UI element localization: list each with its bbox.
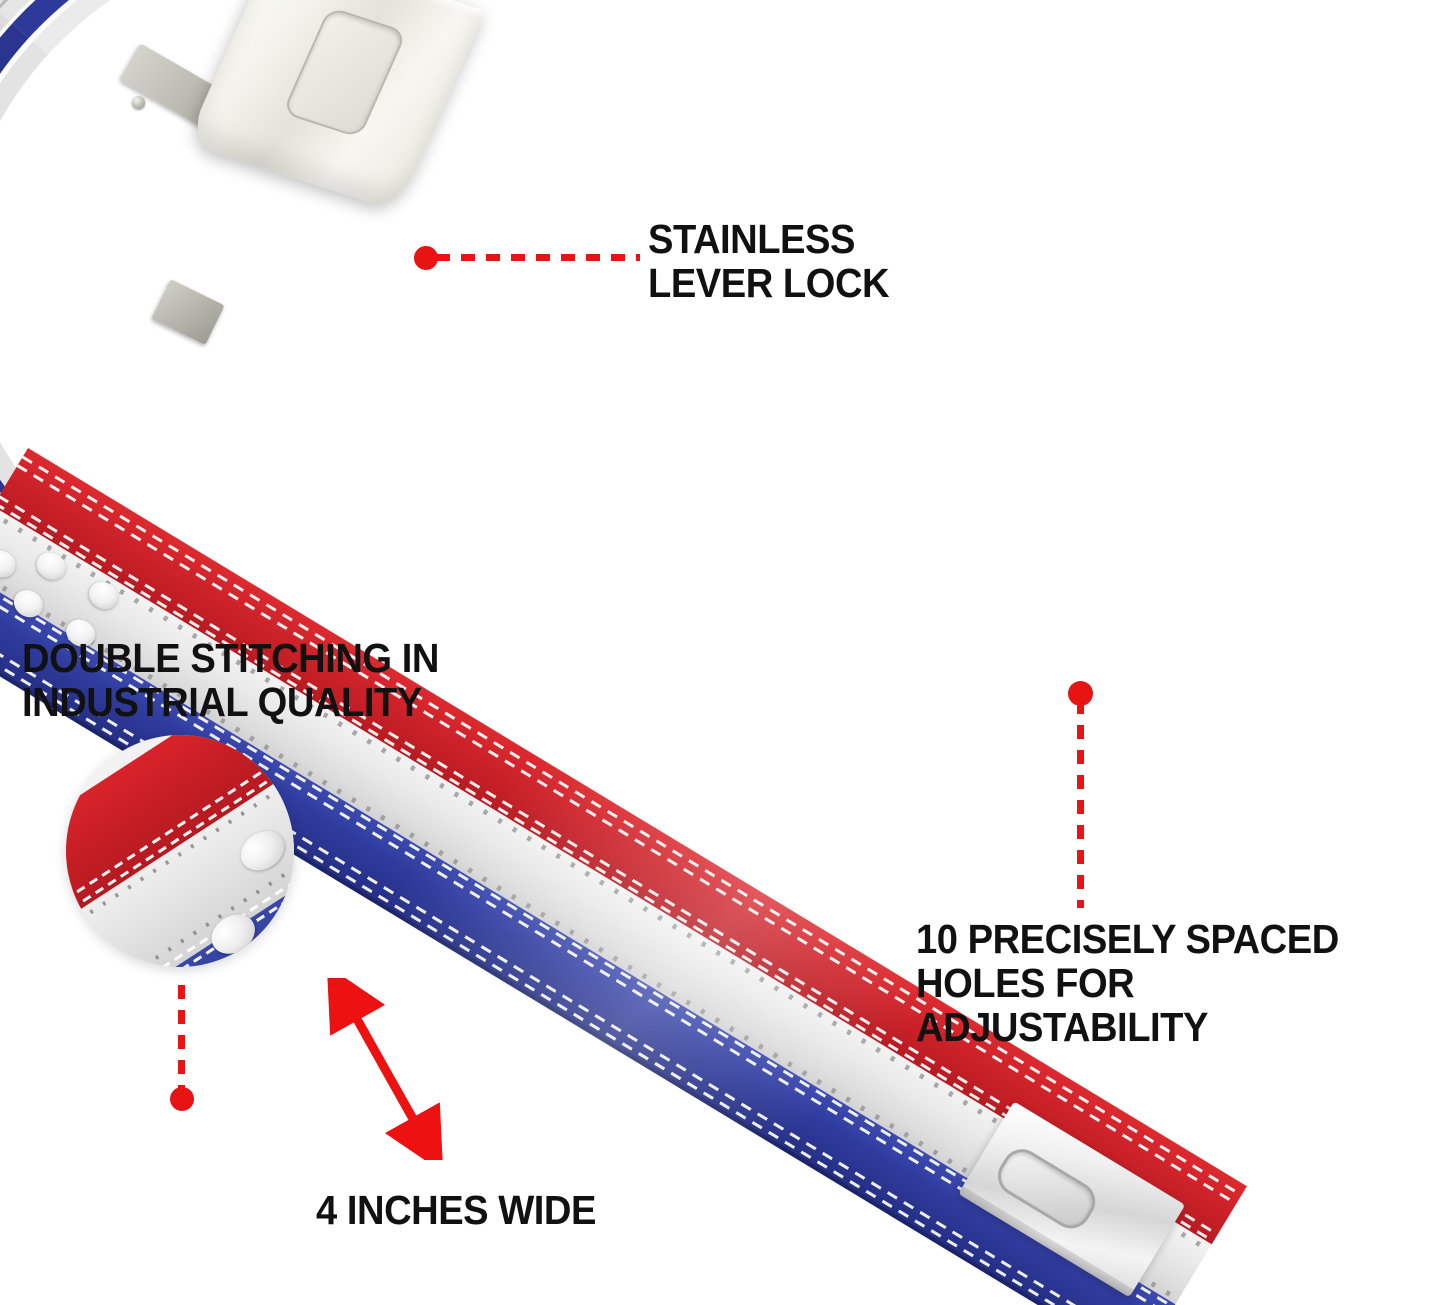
width-double-arrow xyxy=(326,978,444,1160)
leader-line-holes xyxy=(1077,700,1084,908)
callout-stainless-lever-lock: STAINLESS LEVER LOCK xyxy=(648,216,890,306)
callout-precisely-spaced-holes: 10 PRECISELY SPACED HOLES FOR ADJUSTABIL… xyxy=(916,916,1339,1050)
leader-dot-double-stitching xyxy=(170,1087,194,1111)
leader-line-double-stitching xyxy=(178,985,185,1095)
plate-highlight xyxy=(270,0,487,21)
inset-content xyxy=(66,735,294,967)
callout-double-stitching: DOUBLE STITCHING IN INDUSTRIAL QUALITY xyxy=(22,635,439,725)
leader-line-lever-lock xyxy=(436,254,640,261)
lever-screw xyxy=(132,96,145,109)
callout-four-inches-wide: 4 INCHES WIDE xyxy=(316,1187,596,1233)
lever-slot xyxy=(281,6,408,139)
double-stitching-inset xyxy=(66,735,294,967)
leader-dot-lever-lock xyxy=(414,246,438,270)
